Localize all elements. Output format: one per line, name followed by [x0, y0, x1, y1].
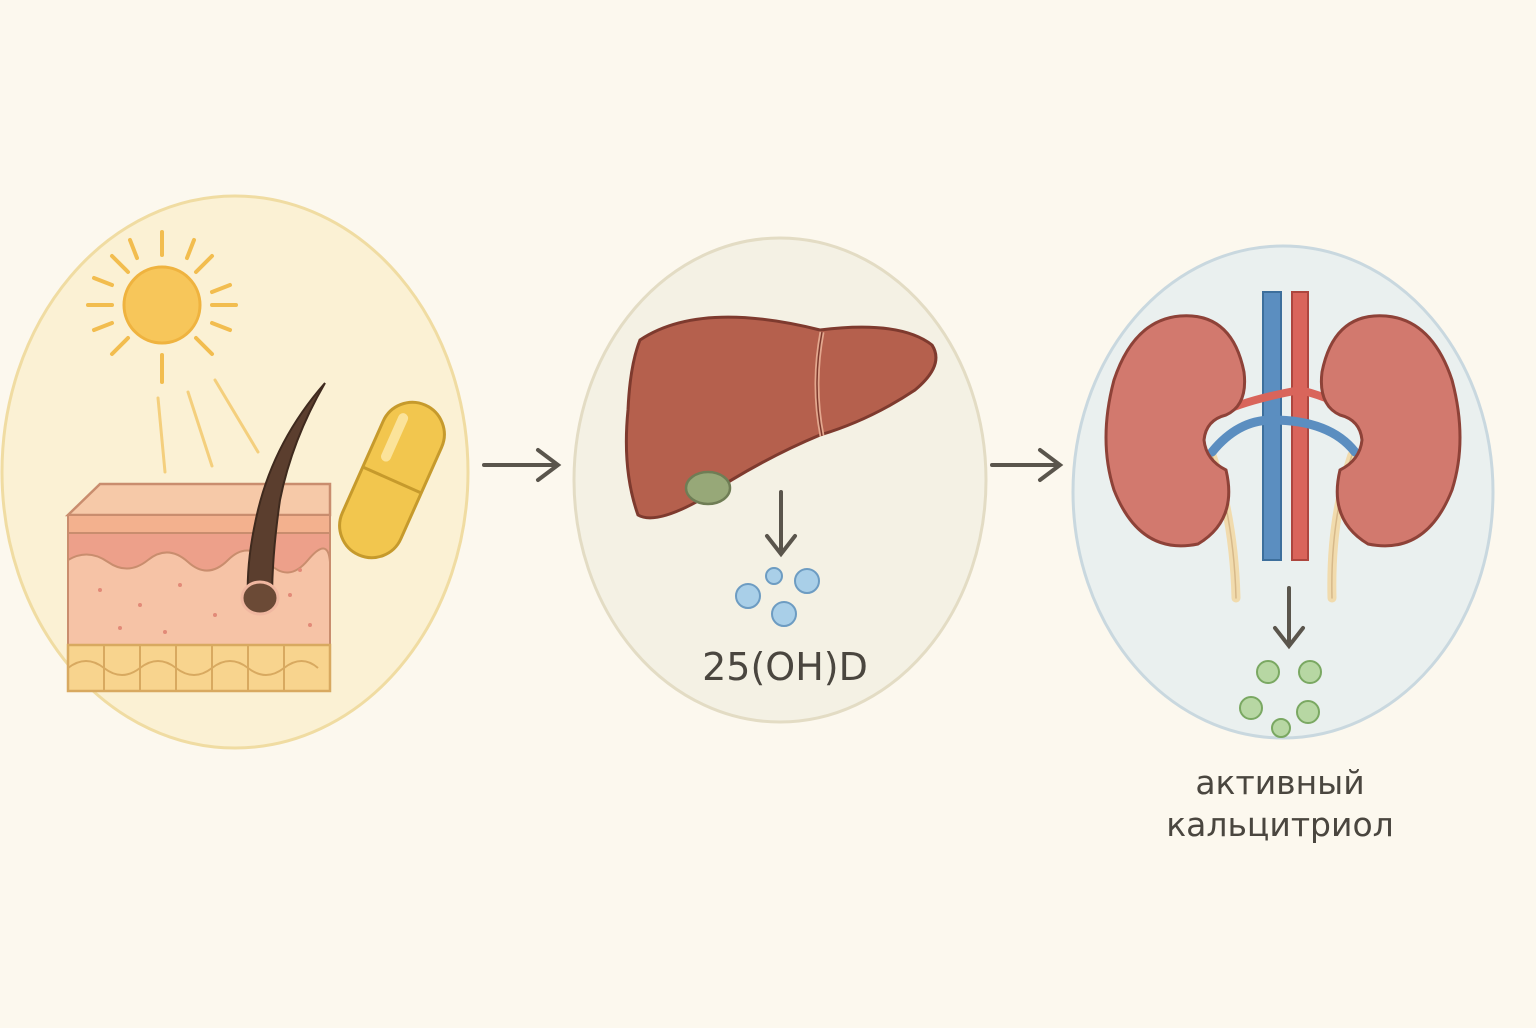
down-arrow-liver	[765, 490, 797, 558]
skin-section-icon	[64, 482, 332, 693]
liver-icon	[624, 315, 938, 520]
label-line-2: кальцитриол	[1166, 805, 1394, 844]
flow-arrow-1	[482, 448, 562, 482]
label-active-calcitriol: активный кальцитриол	[1110, 762, 1450, 846]
flow-arrow-2	[990, 448, 1064, 482]
kidney-stage-panel	[1071, 244, 1495, 740]
kidney-left-icon	[1104, 314, 1247, 548]
molecules-calcitriol	[1239, 660, 1322, 738]
skin-stage-panel	[0, 194, 470, 750]
capsule-icon	[338, 400, 446, 560]
down-arrow-kidney	[1273, 586, 1305, 650]
sun-icon	[86, 230, 260, 474]
molecules-25ohd	[735, 567, 820, 627]
liver-stage-panel	[572, 236, 988, 724]
gallbladder-icon	[684, 470, 732, 506]
hair-follicle-icon	[240, 382, 326, 616]
kidney-right-icon	[1319, 314, 1462, 548]
label-25ohd: 25(OH)D	[702, 645, 868, 689]
vein-icon	[1262, 291, 1282, 561]
label-line-1: активный	[1195, 763, 1365, 802]
